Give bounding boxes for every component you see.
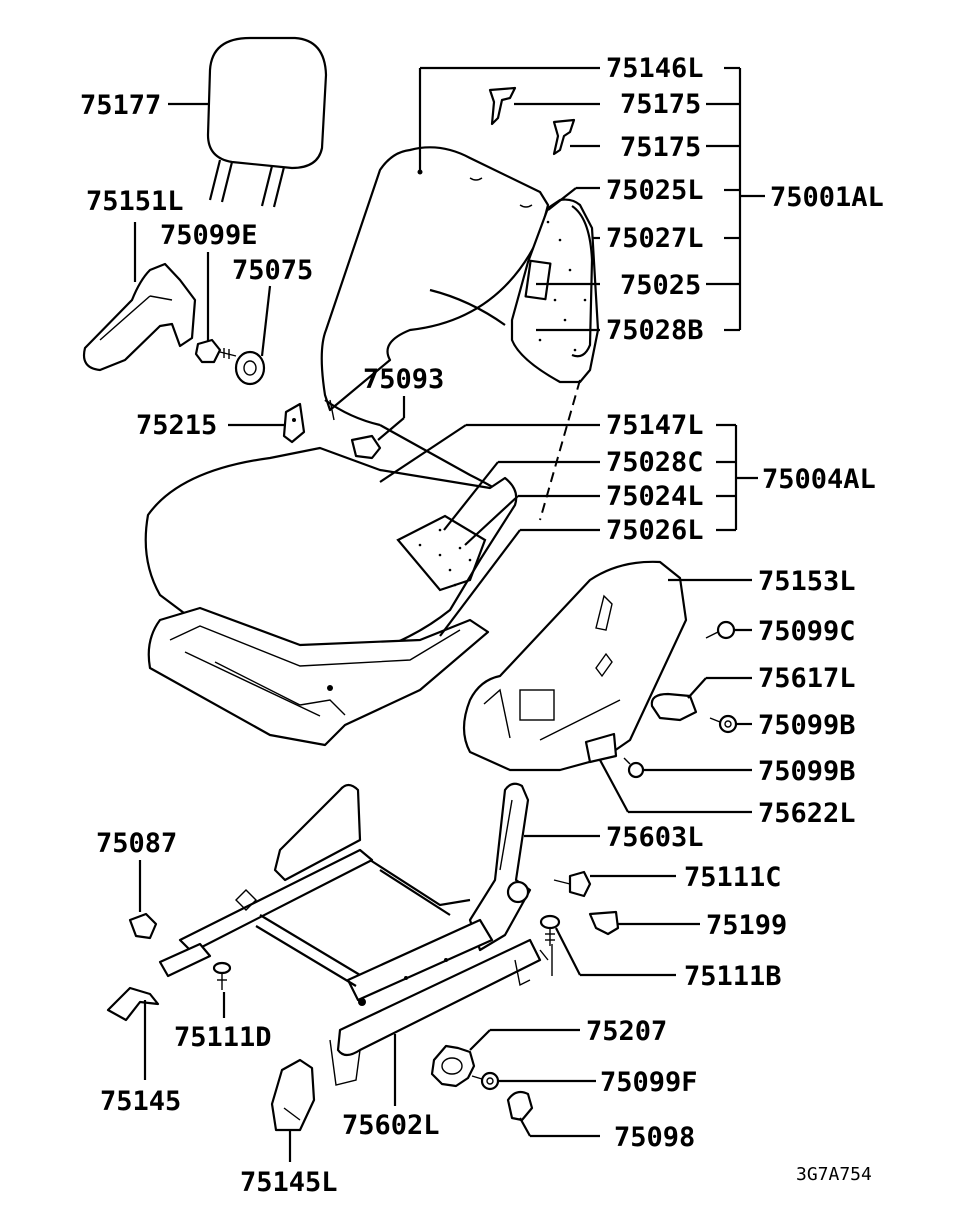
label-75075: 75075 bbox=[232, 255, 313, 286]
label-75622l: 75622L bbox=[758, 798, 856, 829]
label-75111b: 75111B bbox=[684, 961, 782, 992]
label-75602l: 75602L bbox=[342, 1110, 440, 1141]
label-75175-upper: 75175 bbox=[620, 89, 701, 120]
label-75025: 75025 bbox=[620, 270, 701, 301]
clip-75199-part bbox=[588, 910, 620, 936]
headrest-part bbox=[206, 36, 328, 208]
grommet-75093-part bbox=[350, 434, 382, 460]
bolt-75111c-part bbox=[553, 870, 592, 898]
seat-pan-part bbox=[147, 606, 490, 747]
side-shield-part bbox=[462, 560, 688, 772]
cover-75622l-part bbox=[584, 732, 618, 764]
label-75099e: 75099E bbox=[160, 220, 258, 251]
label-75603l: 75603L bbox=[606, 822, 704, 853]
label-75024l: 75024L bbox=[606, 481, 704, 512]
cover-75617l-part bbox=[650, 692, 698, 722]
label-75099c: 75099C bbox=[758, 616, 856, 647]
label-75093: 75093 bbox=[363, 364, 444, 395]
label-75004al: 75004AL bbox=[762, 464, 876, 495]
label-75099b-lower: 75099B bbox=[758, 756, 856, 787]
clip-75087-part bbox=[128, 912, 158, 940]
screw-75099b-lower-part bbox=[623, 757, 645, 779]
knob-75207-part bbox=[430, 1044, 476, 1088]
label-75145: 75145 bbox=[100, 1086, 181, 1117]
label-75146l: 75146L bbox=[606, 53, 704, 84]
label-75087: 75087 bbox=[96, 828, 177, 859]
label-75099f: 75099F bbox=[600, 1067, 698, 1098]
cover-75145l-part bbox=[270, 1058, 316, 1132]
label-75153l: 75153L bbox=[758, 566, 856, 597]
label-75177: 75177 bbox=[80, 90, 161, 121]
clip-75175-lower-part bbox=[552, 118, 576, 156]
screw-75099b-upper-part bbox=[709, 714, 738, 734]
label-75111c: 75111C bbox=[684, 862, 782, 893]
screw-75099f-part bbox=[471, 1071, 500, 1091]
diagram-code: 3G7A754 bbox=[796, 1164, 872, 1185]
label-75001al: 75001AL bbox=[770, 182, 884, 213]
label-75617l: 75617L bbox=[758, 663, 856, 694]
seatback-side-trim-part bbox=[82, 262, 197, 372]
seat-frame-part bbox=[158, 783, 553, 1086]
cap-75098-part bbox=[506, 1090, 534, 1122]
screw-75099e-part bbox=[194, 338, 237, 364]
label-75026l: 75026L bbox=[606, 515, 704, 546]
label-75175-lower: 75175 bbox=[620, 132, 701, 163]
label-75207: 75207 bbox=[586, 1016, 667, 1047]
label-75027l: 75027L bbox=[606, 223, 704, 254]
label-75028b: 75028B bbox=[606, 315, 704, 346]
label-75098: 75098 bbox=[614, 1122, 695, 1153]
label-75111d: 75111D bbox=[174, 1022, 272, 1053]
cover-75145-part bbox=[106, 986, 160, 1022]
bolt-75111d-part bbox=[212, 961, 232, 990]
label-75215: 75215 bbox=[136, 410, 217, 441]
label-75028c: 75028C bbox=[606, 447, 704, 478]
screw-75099c-part bbox=[705, 620, 736, 640]
clip-75175-upper-part bbox=[488, 86, 517, 126]
label-75099b-upper: 75099B bbox=[758, 710, 856, 741]
label-75147l: 75147L bbox=[606, 410, 704, 441]
label-75025l: 75025L bbox=[606, 175, 704, 206]
label-75199: 75199 bbox=[706, 910, 787, 941]
bolt-75111b-part bbox=[539, 914, 561, 946]
bracket-75215-part bbox=[282, 402, 306, 444]
label-75151l: 75151L bbox=[86, 186, 184, 217]
seat-cushion-cover-part bbox=[144, 446, 518, 665]
nut-75075-part bbox=[234, 350, 266, 386]
recliner-arm-part bbox=[468, 782, 532, 952]
label-75145l: 75145L bbox=[240, 1167, 338, 1198]
